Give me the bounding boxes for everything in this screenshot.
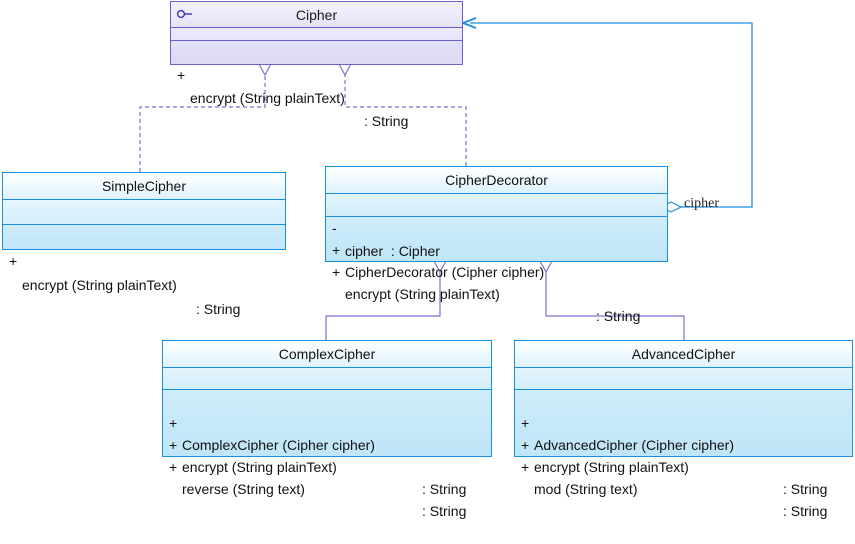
uml-member-signature: encrypt (String plainText): [182, 459, 337, 475]
uml-class-complexcipher-header: ComplexCipher: [163, 341, 491, 368]
uml-member-signature: encrypt (String plainText): [190, 90, 345, 106]
edge-label-cipher-role: cipher: [684, 196, 719, 211]
uml-member-return: : String: [422, 503, 467, 519]
uml-class-advancedcipher-operations: + AdvancedCipher (Cipher cipher) + encry…: [515, 390, 852, 519]
uml-member-row[interactable]: + CipherDecorator (Cipher cipher): [326, 217, 667, 280]
uml-class-cipherdecorator-header: CipherDecorator: [326, 167, 667, 194]
uml-class-advancedcipher-header: AdvancedCipher: [515, 341, 852, 368]
edge-realization-simplecipher-cipher[interactable]: [139, 63, 273, 172]
uml-class-advancedcipher-name: AdvancedCipher: [631, 346, 736, 362]
uml-member-visibility: -: [332, 220, 337, 236]
uml-class-simplecipher-attributes: [3, 200, 285, 225]
uml-member-visibility: +: [332, 264, 341, 280]
uml-member-visibility: +: [332, 242, 341, 258]
uml-member-row[interactable]: + encrypt (String plainText) : String: [171, 41, 462, 129]
hollow-triangle-arrowhead-icon: [257, 63, 273, 77]
uml-member-signature: cipher : Cipher: [345, 243, 440, 259]
uml-class-cipherdecorator-name: CipherDecorator: [445, 172, 548, 188]
uml-member-row[interactable]: + ComplexCipher (Cipher cipher): [163, 390, 491, 453]
uml-member-row[interactable]: + encrypt (String plainText) : String: [515, 412, 852, 497]
uml-class-cipher-name: Cipher: [295, 7, 338, 23]
hollow-triangle-arrowhead-icon: [337, 63, 353, 77]
uml-member-signature: encrypt (String plainText): [534, 459, 689, 475]
uml-member-return: : String: [422, 481, 467, 497]
uml-member-row[interactable]: + reverse (String text) : String: [163, 434, 491, 519]
uml-member-signature: mod (String text): [534, 481, 638, 497]
uml-member-visibility: +: [169, 415, 178, 431]
uml-member-signature: AdvancedCipher (Cipher cipher): [534, 437, 734, 453]
uml-member-row[interactable]: + encrypt (String plainText) : String: [326, 239, 667, 324]
uml-class-complexcipher-attributes: [163, 368, 491, 390]
uml-class-cipherdecorator-attributes: - cipher : Cipher: [326, 194, 667, 259]
uml-class-complexcipher-operations: + ComplexCipher (Cipher cipher) + encryp…: [163, 390, 491, 519]
uml-member-row[interactable]: + encrypt (String plainText) : String: [3, 225, 285, 317]
uml-member-visibility: +: [169, 459, 178, 475]
uml-class-advancedcipher-attributes: [515, 368, 852, 390]
uml-member-visibility: +: [169, 437, 178, 453]
uml-member-signature: encrypt (String plainText): [345, 286, 500, 302]
uml-member-visibility: +: [177, 67, 186, 83]
uml-member-return: : String: [364, 113, 409, 129]
uml-member-visibility: +: [521, 437, 530, 453]
uml-member-signature: ComplexCipher (Cipher cipher): [182, 437, 375, 453]
uml-class-complexcipher[interactable]: ComplexCipher + ComplexCipher (Cipher ci…: [162, 340, 492, 519]
uml-class-cipher-operations: + encrypt (String plainText) : String: [171, 41, 462, 129]
uml-class-cipherdecorator[interactable]: CipherDecorator - cipher : Cipher + Ciph…: [325, 166, 668, 324]
uml-class-cipher-attributes: [171, 28, 462, 41]
uml-member-signature: CipherDecorator (Cipher cipher): [345, 264, 545, 280]
uml-class-simplecipher-header: SimpleCipher: [3, 173, 285, 200]
interface-lollipop-icon: [176, 2, 196, 28]
uml-class-complexcipher-name: ComplexCipher: [278, 346, 376, 362]
uml-member-visibility: +: [521, 459, 530, 475]
uml-class-simplecipher-operations: + encrypt (String plainText) : String: [3, 225, 285, 317]
uml-member-visibility: +: [521, 415, 530, 431]
uml-class-advancedcipher[interactable]: AdvancedCipher + AdvancedCipher (Cipher …: [514, 340, 853, 519]
edge-generalization-advancedcipher-cipherdecorator[interactable]: [538, 260, 685, 340]
uml-member-row[interactable]: + AdvancedCipher (Cipher cipher): [515, 390, 852, 453]
uml-class-simplecipher-name: SimpleCipher: [101, 178, 187, 194]
uml-member-return: : String: [196, 301, 241, 317]
uml-class-cipher-header: Cipher: [171, 2, 462, 28]
uml-class-cipherdecorator-operations: + CipherDecorator (Cipher cipher) + encr…: [326, 217, 667, 324]
uml-member-row[interactable]: + mod (String text) : String: [515, 434, 852, 519]
uml-class-diagram-canvas: Cipher + encrypt (String plainText) : St…: [2, 1, 853, 519]
uml-member-return: : String: [783, 481, 828, 497]
uml-member-row[interactable]: + encrypt (String plainText) : String: [163, 412, 491, 497]
open-arrowhead-icon: [462, 17, 477, 29]
uml-member-signature: encrypt (String plainText): [22, 277, 177, 293]
uml-class-simplecipher[interactable]: SimpleCipher + encrypt (String plainText…: [2, 172, 286, 317]
uml-member-visibility: +: [9, 253, 18, 269]
uml-class-cipher[interactable]: Cipher + encrypt (String plainText) : St…: [170, 1, 463, 129]
uml-member-row[interactable]: - cipher : Cipher: [326, 194, 667, 259]
uml-member-signature: reverse (String text): [182, 481, 305, 497]
uml-member-return: : String: [783, 503, 828, 519]
uml-member-return: : String: [596, 308, 641, 324]
